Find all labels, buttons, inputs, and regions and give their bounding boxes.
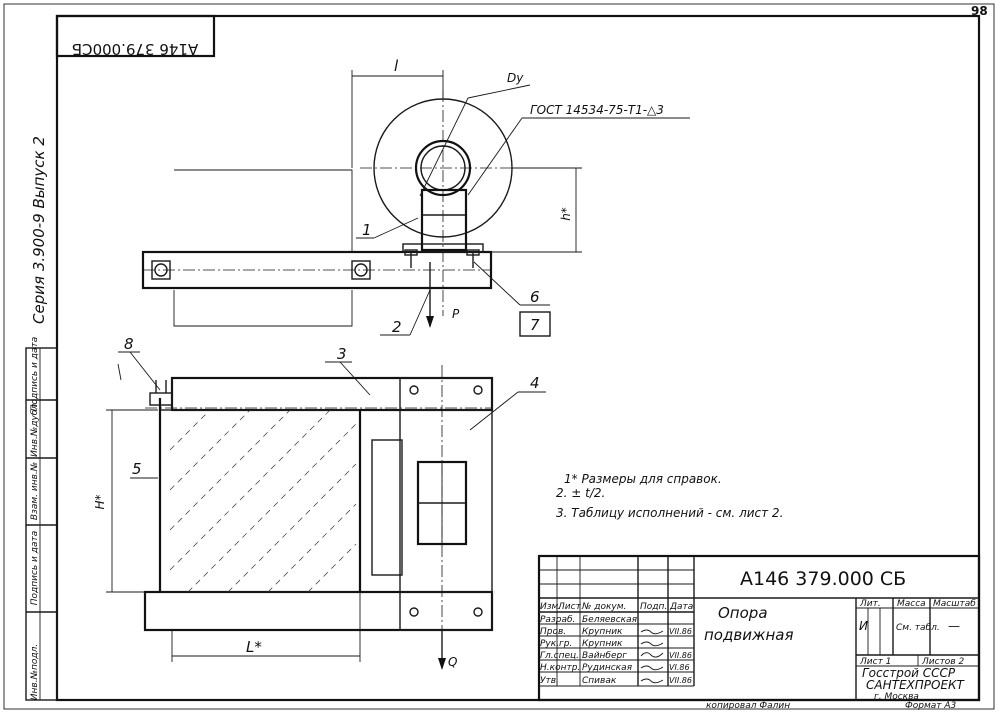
name-line-2: подвижная [704, 626, 793, 644]
role-5: Утв. [540, 676, 559, 686]
date-4: VI.86 [669, 663, 690, 672]
lit-value: И [859, 619, 868, 633]
date-3: VII.86 [669, 651, 692, 660]
org-line-1: Госстрой СССР [862, 666, 956, 680]
sheet-label: Лист 1 [859, 657, 891, 667]
note-1: 1* Размеры для справок. [564, 472, 722, 486]
strip-field-3: Взам. инв.№ [30, 462, 40, 520]
force-p: P [452, 307, 460, 321]
mirrored-code: А146 379.000СБ [72, 40, 198, 58]
name-2: Крупник [582, 639, 623, 649]
name-0: Беляевская [582, 615, 638, 625]
mass-value: См. табл. [896, 623, 940, 633]
mass-label: Масса [897, 599, 926, 609]
name-5: Спивак [582, 676, 617, 686]
name-1: Крупник [582, 627, 623, 637]
scale-label: Масштаб [933, 599, 976, 609]
scale-value: — [948, 619, 960, 633]
strip-field-5: Подпись и дата [30, 337, 40, 412]
dim-H: H* [93, 494, 107, 509]
strip-field-4: Инв.№дубл. [30, 401, 40, 457]
left-strip: Инв.№подл. Подпись и дата Взам. инв.№ Ин… [25, 337, 58, 701]
callout-4: 4 [530, 374, 540, 392]
sheets-label: Листов 2 [921, 657, 964, 667]
mirrored-code-box [55, 14, 216, 58]
lit-label: Лит. [859, 599, 881, 609]
note-2: 2. ± t/2. [556, 486, 605, 500]
force-q: Q [448, 655, 457, 669]
callout-8: 8 [124, 335, 134, 353]
role-3: Гл.спец. [540, 651, 579, 661]
date-1: VII.86 [669, 627, 692, 636]
name-3: Вайнберг [582, 651, 627, 661]
series-text: Серия 3.900-9 Выпуск 2 [30, 136, 48, 324]
callout-2: 2 [392, 318, 402, 336]
role-0: Разраб. [540, 615, 575, 625]
col-header-izm: Изм. [540, 602, 561, 612]
title-block: Изм. Лист № докум. Подп. Дата Разраб. Пр… [537, 554, 981, 702]
org-line-2: САНТЕХПРОЕКТ [866, 678, 966, 692]
callout-7: 7 [530, 316, 540, 334]
dim-h: h* [559, 207, 573, 221]
page-number: 98 [971, 4, 988, 18]
name-line-1: Опора [718, 604, 768, 622]
role-2: Рук.гр. [540, 639, 572, 649]
role-1: Пров. [540, 627, 566, 637]
dim-l: l [394, 57, 399, 75]
callout-6: 6 [530, 288, 540, 306]
date-5: VII.86 [669, 676, 692, 685]
org-line-3: г. Москва [874, 692, 919, 702]
outer-frame [3, 3, 995, 710]
copied-by: копировал Фалин [706, 701, 790, 711]
notes: 1* Размеры для справок. 2. ± t/2. 3. Таб… [556, 472, 783, 520]
col-header-list: Лист [557, 602, 582, 612]
format-label: Формат А3 [905, 701, 957, 711]
callout-3: 3 [337, 345, 347, 363]
front-view: l Dу ГОСТ 14534-75-Т1-△3 h* P 1 2 6 7 [141, 57, 690, 337]
hatch-area [169, 409, 357, 593]
strip-field-2: Подпись и дата [30, 531, 40, 606]
note-3: 3. Таблицу исполнений - см. лист 2. [556, 506, 783, 520]
plan-view: Q H* L* 3 4 5 8 [93, 335, 546, 670]
col-header-date: Дата [669, 602, 693, 612]
callout-1: 1 [362, 221, 372, 239]
callout-5: 5 [132, 460, 142, 478]
weld-note: ГОСТ 14534-75-Т1-△3 [530, 103, 664, 117]
col-header-sign: Подп. [640, 602, 667, 612]
role-4: Н.контр. [540, 663, 580, 673]
dim-L: L* [246, 638, 262, 656]
name-4: Рудинская [582, 663, 633, 673]
dim-dy: Dу [507, 71, 524, 85]
designation: А146 379.000 СБ [740, 568, 906, 590]
strip-field-1: Инв.№подл. [30, 644, 40, 700]
col-header-doc: № докум. [581, 602, 626, 612]
